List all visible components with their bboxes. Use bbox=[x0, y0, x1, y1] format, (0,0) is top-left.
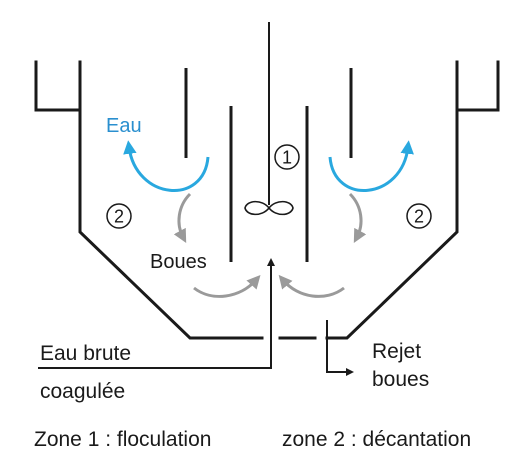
tank-left-wall bbox=[78, 108, 264, 340]
caption-zone2: zone 2 : décantation bbox=[282, 428, 471, 451]
coagulee-label: coagulée bbox=[40, 380, 125, 403]
stirrer bbox=[244, 22, 294, 216]
zone1-number: 1 bbox=[282, 148, 292, 168]
tank-right-wall bbox=[325, 108, 459, 340]
boues-label: Boues bbox=[150, 251, 207, 273]
zone2-left-number: 2 bbox=[114, 207, 124, 227]
right-sludge-down-arrow bbox=[348, 192, 367, 243]
propeller-icon bbox=[244, 200, 294, 216]
eau-brute-label: Eau brute bbox=[40, 342, 131, 365]
caption-zone1: Zone 1 : floculation bbox=[34, 428, 211, 451]
sludge-outlet bbox=[326, 320, 354, 376]
left-bottom-recirculation-arrow bbox=[193, 274, 261, 298]
eau-label: Eau bbox=[106, 115, 142, 137]
left-sludge-down-arrow bbox=[173, 192, 192, 243]
zone2-right-number: 2 bbox=[414, 207, 424, 227]
right-bottom-recirculation-arrow bbox=[278, 274, 345, 298]
water-flow-arrows bbox=[123, 140, 414, 192]
zone1-marker: 1 bbox=[274, 144, 300, 170]
zone2-left-marker: 2 bbox=[106, 203, 132, 229]
sludge-outlet-pipe bbox=[326, 320, 354, 376]
inlet-pipe bbox=[38, 258, 275, 369]
left-water-flow-arrow bbox=[123, 140, 210, 192]
rejet-boues-label: boues bbox=[372, 368, 429, 391]
right-water-flow-arrow bbox=[328, 140, 414, 192]
left-overflow-channel bbox=[34, 60, 82, 112]
right-overflow-channel bbox=[455, 60, 500, 112]
rejet-label: Rejet bbox=[372, 340, 421, 363]
baffles bbox=[184, 68, 353, 262]
tank-outline bbox=[34, 60, 500, 340]
sludge-flow-arrows bbox=[173, 192, 367, 298]
raw-water-inlet bbox=[38, 258, 275, 369]
zone2-right-marker: 2 bbox=[406, 203, 432, 229]
